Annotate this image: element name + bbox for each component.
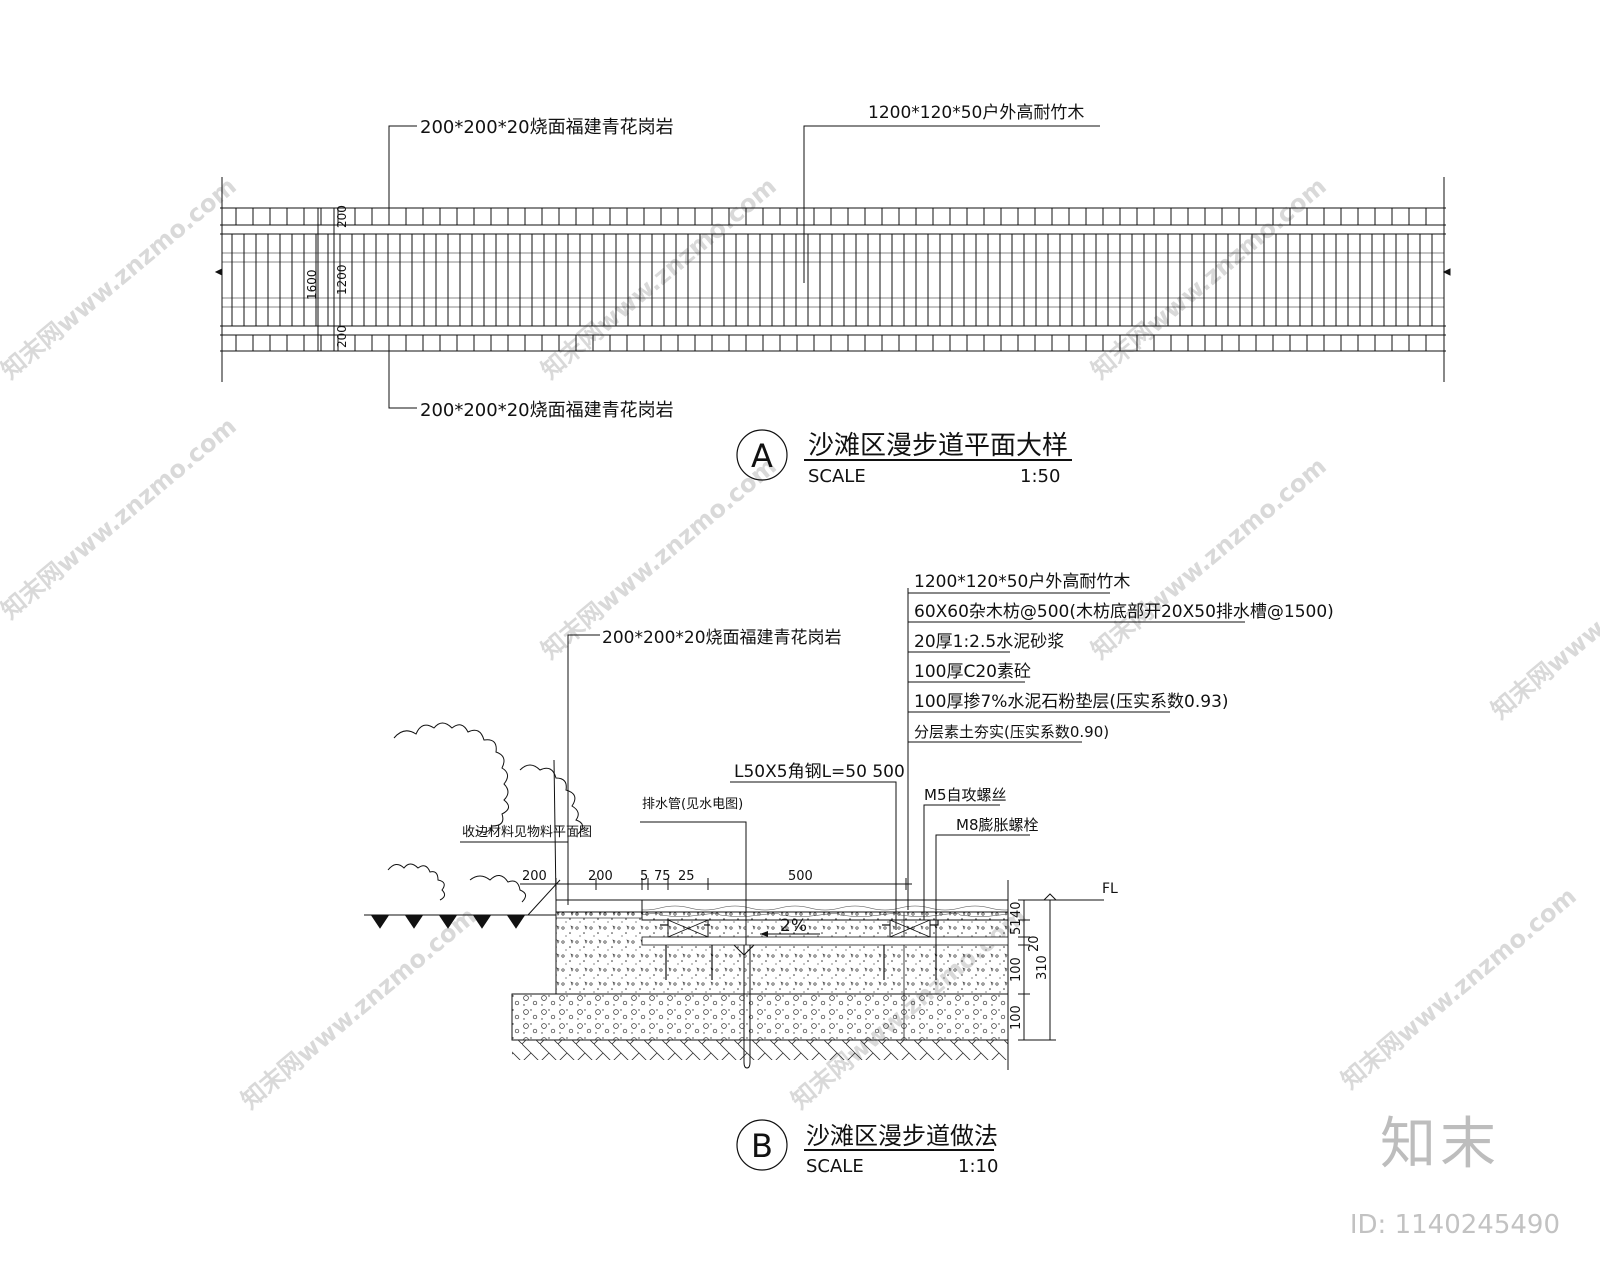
section-layer-label: 1200*120*50户外高耐竹木	[914, 572, 1130, 592]
plan-leaders	[388, 125, 1100, 409]
section-dim-label: 100	[1009, 957, 1024, 982]
plan-callout-granite-bottom: 200*200*20烧面福建青花岗岩	[420, 400, 674, 421]
section-layer-label: 分层素土夯实(压实系数0.90)	[914, 723, 1109, 741]
watermark-text: 知末网www.znzmo.com	[1486, 512, 1600, 725]
watermark-text: 知末网www.znzmo.com	[236, 902, 482, 1115]
section-dim-label: 25	[678, 869, 695, 884]
watermark-text: 知末网www.znzmo.com	[0, 412, 242, 625]
watermark-text: 知末网www.znzmo.com	[536, 172, 782, 385]
plan-granite-joints	[235, 208, 1427, 351]
plan-scale-label: SCALE	[808, 466, 866, 487]
section-dims-top-text: 200 200 5 75 25 500	[522, 869, 813, 884]
plan-callout-bamboo: 1200*120*50户外高耐竹木	[868, 103, 1084, 123]
watermark-text: 知末网www.znzmo.com	[1086, 452, 1332, 665]
section-view	[364, 722, 1009, 1070]
section-title-block: B 沙滩区漫步道做法 SCALE 1:10	[736, 1119, 998, 1177]
section-slope: 2%	[780, 916, 807, 936]
section-dim-label: 20	[1027, 935, 1042, 952]
plan-scale-value: 1:50	[1020, 466, 1060, 487]
section-callout-pipe: 排水管(见水电图)	[642, 797, 743, 812]
section-leaders	[460, 588, 1245, 950]
section-dim-right	[1018, 893, 1104, 1041]
section-callout-granite: 200*200*20烧面福建青花岗岩	[602, 628, 842, 648]
section-dim-label: 200	[588, 869, 613, 884]
plan-title-letter: A	[751, 437, 773, 475]
plan-dims: 1600 200 1200 200	[305, 205, 349, 348]
image-id-text: ID: 1140245490	[1349, 1210, 1560, 1240]
section-layer-label: 100厚掺7%水泥石粉垫层(压实系数0.93)	[914, 692, 1229, 712]
section-dim-label: 40	[1009, 901, 1024, 918]
section-title-name: 沙滩区漫步道做法	[806, 1122, 998, 1150]
plan-dim-mid: 1200	[335, 264, 349, 295]
section-dim-label: 310	[1035, 955, 1050, 980]
plan-callout-granite-top: 200*200*20烧面福建青花岗岩	[420, 117, 674, 138]
plan-title-block: A 沙滩区漫步道平面大样 SCALE 1:50	[736, 429, 1072, 487]
section-dim-label: 100	[1009, 1005, 1024, 1030]
ground-hatch	[371, 915, 525, 929]
section-layer-label: 60X60杂木枋@500(木枋底部开20X50排水槽@1500)	[914, 602, 1334, 622]
section-dim-top	[520, 878, 912, 890]
plan-dim-total: 1600	[305, 269, 319, 300]
section-dim-label: 5	[640, 869, 648, 884]
section-callout-bolt: M8膨胀螺栓	[956, 816, 1039, 834]
plan-title-name: 沙滩区漫步道平面大样	[808, 431, 1068, 461]
watermark-text: 知末网www.znzmo.com	[1336, 882, 1582, 1095]
plan-dim-bottom: 200	[335, 325, 349, 348]
section-layer-label: 20厚1:2.5水泥砂浆	[914, 632, 1064, 652]
plan-view	[214, 177, 1451, 382]
section-dim-label: 51	[1009, 918, 1024, 935]
watermark-text: 知末网www.znzmo.com	[1086, 172, 1332, 385]
section-callout-edge: 收边材料见物料平面图	[462, 825, 592, 840]
section-layer-label: 100厚C20素砼	[914, 662, 1031, 682]
section-callouts: 1200*120*50户外高耐竹木 60X60杂木枋@500(木枋底部开20X5…	[462, 572, 1334, 936]
section-scale-value: 1:10	[958, 1156, 998, 1177]
section-dim-label: 200	[522, 869, 547, 884]
section-dim-label: 75	[654, 869, 671, 884]
section-callout-angle: L50X5角钢L=50 500	[734, 762, 905, 782]
watermark-text: 知末网www.znzmo.com	[0, 172, 242, 385]
section-title-letter: B	[751, 1127, 773, 1165]
plan-callouts: 200*200*20烧面福建青花岗岩 1200*120*50户外高耐竹木 200…	[420, 103, 1084, 421]
section-dims-right-text: 51 40 20 100 100 310 FL	[1009, 881, 1118, 1030]
section-fl-label: FL	[1102, 881, 1118, 897]
plan-dim-top: 200	[335, 205, 349, 228]
brand-logo: 知末	[1380, 1112, 1500, 1177]
section-scale-label: SCALE	[806, 1156, 864, 1177]
section-dim-label: 500	[788, 869, 813, 884]
plan-bamboo-planks	[222, 234, 1444, 326]
section-callout-screw: M5自攻螺丝	[924, 786, 1007, 804]
